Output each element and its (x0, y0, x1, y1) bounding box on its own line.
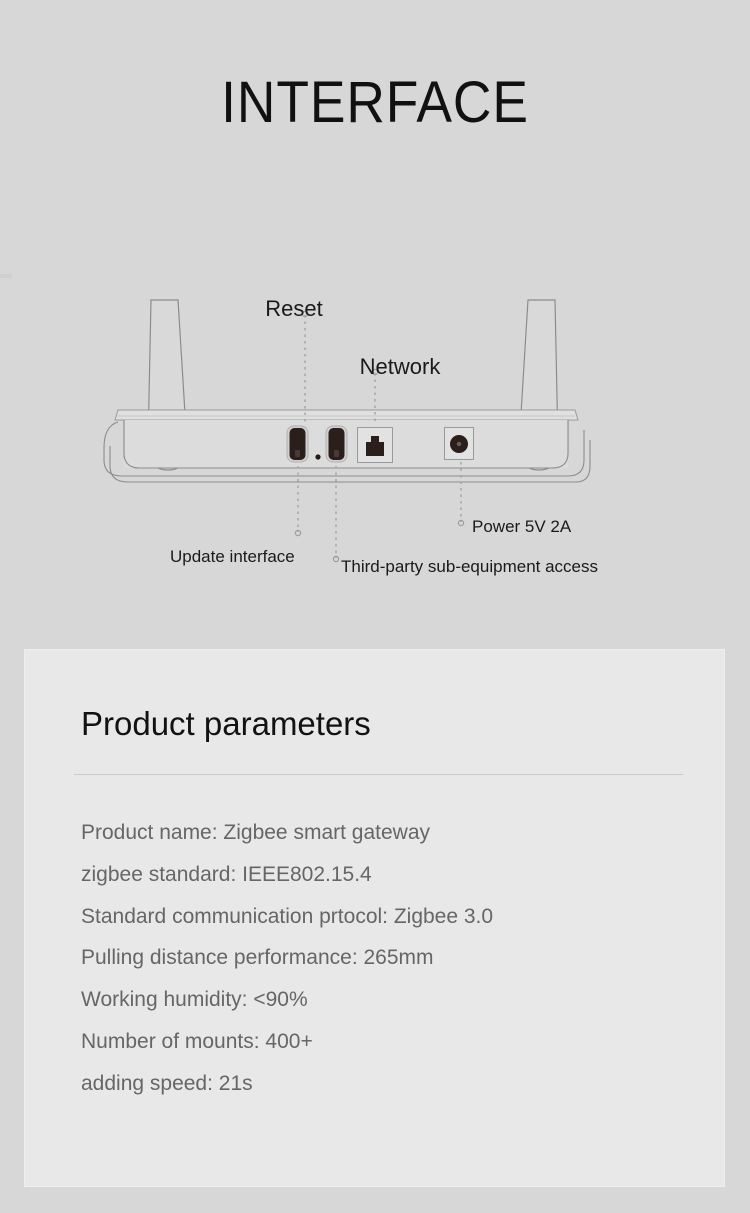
device-diagram: Reset Network Update interface Third-par… (0, 270, 750, 610)
callout-label-power: Power 5V 2A (472, 517, 572, 536)
params-list: Product name: Zigbee smart gateway zigbe… (81, 812, 681, 1105)
param-item: Product name: Zigbee smart gateway (81, 821, 431, 844)
param-item: zigbee standard: IEEE802.15.4 (81, 862, 372, 886)
param-item: adding speed: 21s (81, 1071, 253, 1095)
params-divider (74, 774, 683, 775)
device-top-edge (114, 409, 579, 421)
callout-label-third-party: Third-party sub-equipment access (341, 557, 598, 576)
page-title: INTERFACE (221, 70, 529, 135)
ethernet-port (357, 427, 393, 463)
param-item: Pulling distance performance: 265mm (81, 946, 434, 970)
param-item: Working humidity: <90% (81, 988, 308, 1012)
device-face-outline (123, 420, 569, 469)
power-jack (444, 427, 474, 460)
callout-leaders (297, 315, 462, 558)
callout-label-update-interface: Update interface (170, 547, 295, 566)
param-item: Number of mounts: 400+ (81, 1029, 313, 1053)
edge-artifact (0, 274, 12, 278)
callout-label-reset: Reset (265, 296, 322, 321)
callout-dots (294, 310, 465, 563)
usb-port-update (286, 425, 309, 463)
product-parameters-panel: Product parameters Product name: Zigbee … (25, 650, 724, 1186)
reset-pinhole (315, 454, 321, 460)
usb-port-subdevice (325, 425, 348, 463)
param-item: Standard communication prtocol: Zigbee 3… (81, 904, 494, 928)
callout-label-network: Network (360, 354, 442, 379)
params-heading: Product parameters (81, 705, 371, 742)
